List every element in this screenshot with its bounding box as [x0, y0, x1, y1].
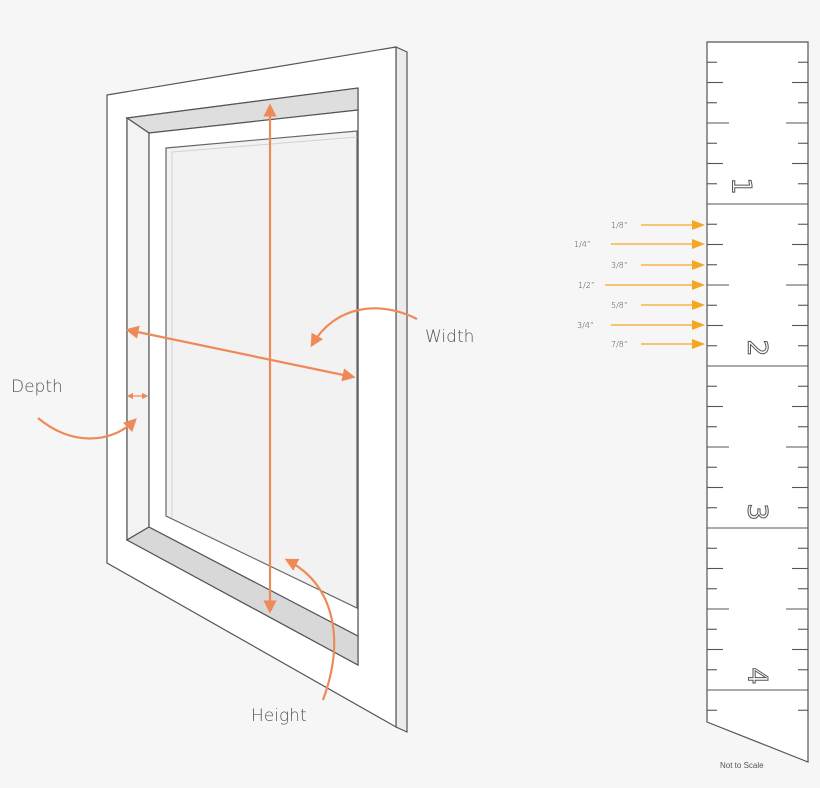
depth-label: Depth: [11, 377, 63, 397]
depth-callout-arrow: [37, 417, 137, 440]
fraction-callout-3-4: 3/4”: [577, 320, 705, 330]
height-callout-arrow: [284, 558, 336, 701]
ruler-ticks: [707, 61, 808, 711]
not-to-scale-note: Not to Scale: [720, 761, 764, 770]
fraction-callout-5-8: 5/8”: [611, 300, 705, 310]
fraction-callout-7-8: 7/8”: [611, 339, 705, 349]
fraction-arrowhead: [692, 239, 705, 249]
fraction-label: 3/8”: [611, 261, 628, 270]
fraction-label: 1/8”: [611, 221, 628, 230]
measurement-arrows: [37, 103, 418, 701]
frame-side-face: [395, 46, 408, 733]
ruler-number-2: 2: [742, 339, 773, 356]
fraction-label: 7/8”: [611, 340, 628, 349]
fraction-callout-3-8: 3/8”: [611, 260, 705, 270]
window-frame: [106, 46, 408, 733]
fraction-callout-1-2: 1/2”: [578, 280, 705, 290]
width-label: Width: [425, 327, 474, 347]
reveal-left: [126, 116, 150, 542]
ruler-number-4: 4: [742, 667, 773, 684]
fraction-label: 5/8”: [611, 301, 628, 310]
fraction-arrowhead: [692, 220, 705, 230]
fraction-label: 3/4”: [577, 321, 594, 330]
fraction-arrowhead: [692, 300, 705, 310]
fraction-callouts: 1/8” 1/4” 3/8” 1/2” 5/8” 3/4”: [574, 220, 705, 349]
width-callout-arrow: [310, 307, 418, 348]
height-label: Height: [251, 706, 307, 726]
fraction-callout-1-8: 1/8”: [611, 220, 705, 230]
fraction-arrowhead: [692, 280, 705, 290]
fraction-arrowhead: [692, 260, 705, 270]
width-measure-arrow: [125, 325, 356, 382]
ruler: 1 2 3 4 Not to Scale: [706, 41, 809, 770]
ruler-number-3: 3: [742, 503, 773, 520]
fraction-callout-1-4: 1/4”: [574, 239, 705, 249]
ruler-number-1: 1: [726, 177, 757, 194]
fraction-arrowhead: [692, 320, 705, 330]
fraction-arrowhead: [692, 339, 705, 349]
fraction-label: 1/4”: [574, 240, 591, 249]
fraction-label: 1/2”: [578, 281, 595, 290]
ruler-body: [706, 41, 809, 763]
